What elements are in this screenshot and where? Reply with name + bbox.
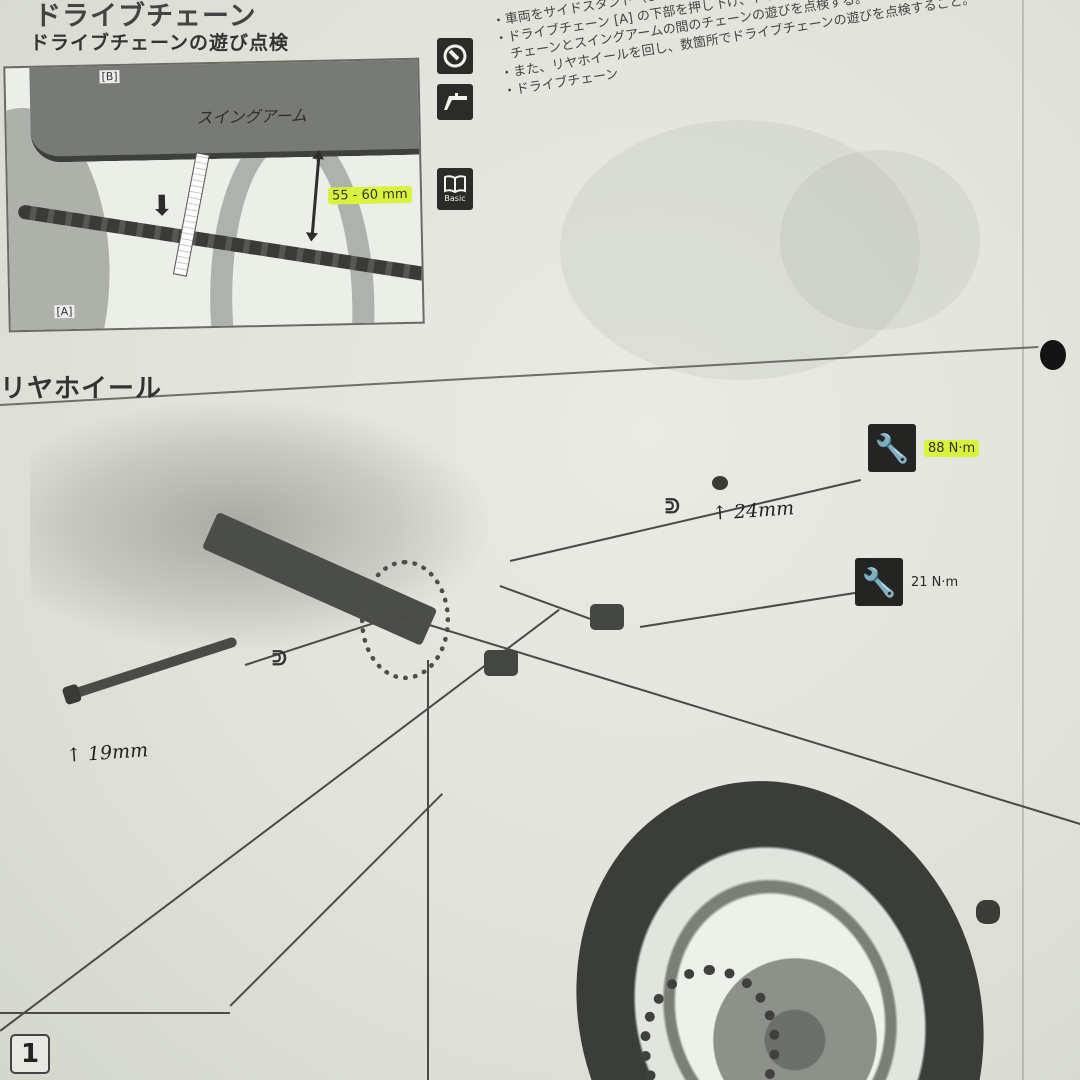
section-title-drive-chain: ドライブチェーン <box>34 1 257 32</box>
wrench-icon: 🔧 <box>868 424 916 472</box>
page-edge <box>1022 0 1024 1080</box>
chain-slack-figure: スイングアーム ⬇ 55 - 60 mm [B] [A] <box>3 57 425 333</box>
callout-a: [A] <box>54 304 75 319</box>
callout-b: [B] <box>99 69 120 84</box>
torque-value: 21 N·m <box>911 574 959 590</box>
ruler-illustration <box>172 152 210 277</box>
section-title-rear-wheel: リヤホイール <box>0 374 163 404</box>
grease-mark: ᕲ <box>665 494 680 518</box>
leader-line <box>509 479 861 562</box>
chain-slack-spec: 55 - 60 mm <box>327 185 412 205</box>
axle-nut-illustration <box>712 476 728 490</box>
basic-label: Basic <box>444 194 466 203</box>
instruction-list: 車両をサイドスタンド（またはニュートラルにする。 ドライブチェーン [A] の下… <box>490 0 1057 102</box>
wrench-icon: 🔧 <box>855 558 903 606</box>
leader-line <box>229 793 443 1007</box>
chain-adjuster-illustration <box>590 604 624 630</box>
torque-value: 88 N·m <box>924 439 980 457</box>
handwritten-note-19mm: ↑ 19mm <box>65 739 149 767</box>
print-through-shadow <box>780 150 980 330</box>
drive-chain-illustration <box>360 560 450 680</box>
wheel-spacer-illustration <box>976 900 1000 924</box>
frame-line <box>427 660 429 1080</box>
chain-adjuster-illustration <box>484 650 518 676</box>
sprocket-illustration <box>640 965 780 1080</box>
torque-spec-axle-nut: 🔧 88 N·m <box>868 424 980 472</box>
step-number-badge: 1 <box>10 1034 50 1074</box>
swingarm-label: スイングアーム <box>196 106 308 128</box>
measuring-gauge-icon <box>437 84 473 120</box>
torque-spec-adjuster: 🔧 21 N·m <box>855 558 958 606</box>
swingarm-illustration: スイングアーム <box>29 57 425 163</box>
basic-manual-icon: Basic <box>437 168 473 210</box>
push-down-arrow-icon: ⬇ <box>149 188 175 223</box>
binder-hole <box>1040 340 1066 370</box>
frame-line <box>0 1012 230 1014</box>
leader-line <box>0 608 560 1032</box>
grease-mark: ᕲ <box>272 646 287 670</box>
handwritten-note-24mm: ↑ 24mm <box>711 497 795 525</box>
leader-line <box>639 591 860 628</box>
subsection-title-chain-slack-check: ドライブチェーンの遊び点検 <box>30 32 290 54</box>
special-tool-icon <box>437 38 473 74</box>
print-through-shadow <box>560 120 920 380</box>
